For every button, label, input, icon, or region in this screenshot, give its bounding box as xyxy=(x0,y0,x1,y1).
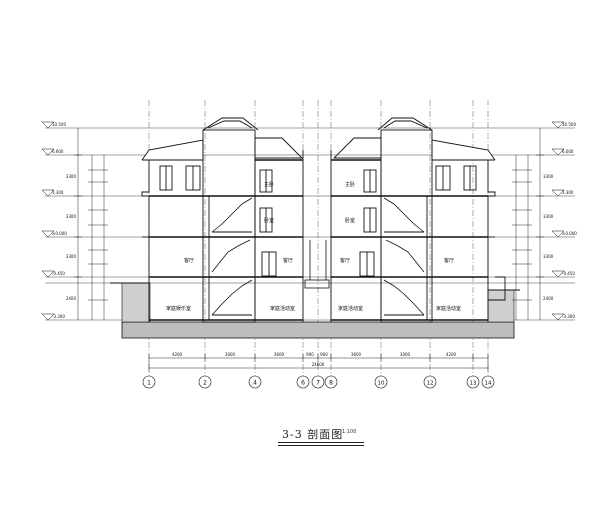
room-label: 卧室 xyxy=(345,217,355,224)
dim-text: 2400 xyxy=(66,296,77,301)
dim-chain-right xyxy=(512,128,544,320)
axis-label-4: 4 xyxy=(253,380,257,387)
dim-text: 3000 xyxy=(400,352,411,357)
elevation-markers-right xyxy=(551,121,565,321)
axis-label-6: 6 xyxy=(301,380,305,387)
dim-text: 4200 xyxy=(172,352,183,357)
drawing-title-block: 3-3 剖面图 1:100 xyxy=(278,422,368,452)
elevation-markers-left xyxy=(41,121,55,321)
axis-label-14: 14 xyxy=(485,381,492,387)
title-underline xyxy=(278,442,364,443)
dim-text: 900 xyxy=(320,352,328,357)
right-unit xyxy=(330,117,506,323)
room-label: 客厅 xyxy=(444,257,454,264)
room-label: 家庭活动室 xyxy=(436,305,461,312)
room-label: 客厅 xyxy=(283,257,293,264)
room-label: 主卧 xyxy=(345,181,355,188)
room-label: 卧室 xyxy=(264,217,274,224)
dim-text: 3000 xyxy=(225,352,236,357)
room-label: 家庭活动室 xyxy=(338,305,363,312)
dim-text: 3600 xyxy=(351,352,362,357)
room-label: 主卧 xyxy=(264,181,274,188)
level-value: -0.450 xyxy=(52,271,65,276)
level-value: ±0.000 xyxy=(562,231,577,236)
level-value: -3.300 xyxy=(562,314,575,319)
dim-chain-bottom xyxy=(148,354,489,372)
axis-label-8: 8 xyxy=(329,380,333,387)
axis-label-2: 2 xyxy=(203,380,207,387)
dim-chain-left xyxy=(74,128,108,320)
level-value: 10.500 xyxy=(562,122,576,127)
axis-label-7: 7 xyxy=(316,380,320,387)
axis-label-10: 10 xyxy=(378,381,385,387)
party-wall xyxy=(304,240,330,289)
axis-bubbles xyxy=(142,375,495,389)
level-value: 10.500 xyxy=(52,122,66,127)
room-label: 家庭活动室 xyxy=(270,305,295,312)
level-value: 6.600 xyxy=(52,149,64,154)
axis-label-1: 1 xyxy=(147,380,151,387)
axis-label-13: 13 xyxy=(470,381,477,387)
room-label: 客厅 xyxy=(184,257,194,264)
ground-hatch xyxy=(110,282,520,339)
level-value: ±0.000 xyxy=(52,231,67,236)
title-underline xyxy=(278,445,364,446)
dim-text: 4200 xyxy=(446,352,457,357)
dim-text: 3300 xyxy=(66,214,77,219)
dim-text: 3300 xyxy=(66,174,77,179)
dim-total: 24600 xyxy=(312,362,325,367)
level-value: 3.300 xyxy=(52,190,64,195)
dim-text: 3300 xyxy=(543,174,554,179)
level-value: -3.300 xyxy=(52,314,65,319)
dim-text: 2400 xyxy=(543,296,554,301)
axis-label-12: 12 xyxy=(427,381,434,387)
room-label: 客厅 xyxy=(340,257,350,264)
left-unit xyxy=(141,117,304,323)
dim-text: 3600 xyxy=(274,352,285,357)
dim-text: 3300 xyxy=(66,254,77,259)
drawing-scale: 1:100 xyxy=(342,429,357,435)
dim-text: 3300 xyxy=(543,254,554,259)
level-value: -0.450 xyxy=(562,271,575,276)
room-label: 家庭娱乐室 xyxy=(166,305,191,312)
dim-text: 900 xyxy=(306,352,314,357)
level-value: 6.600 xyxy=(562,149,574,154)
level-value: 3.300 xyxy=(562,190,574,195)
drawing-title: 3-3 剖面图 xyxy=(282,428,344,441)
dim-text: 3300 xyxy=(543,214,554,219)
